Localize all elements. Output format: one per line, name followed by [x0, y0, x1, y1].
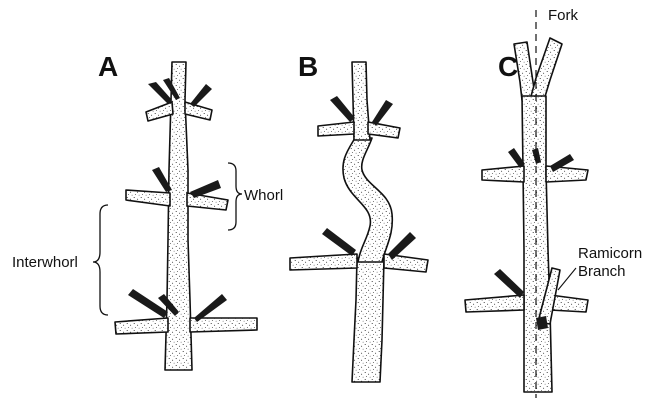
whorl-b-low-left [290, 254, 357, 270]
fork-label: Fork [548, 7, 579, 24]
spine-a5 [190, 180, 221, 198]
stem-c [522, 96, 552, 392]
interwhorl-label: Interwhorl [12, 254, 78, 271]
whorl-a-top-left [146, 102, 173, 121]
spine-b2 [372, 100, 393, 126]
fork-right [530, 38, 562, 100]
ramicorn-node [536, 316, 548, 330]
whorl-a-mid-left [126, 190, 170, 206]
panel-b: B [290, 51, 428, 382]
spine-b1 [330, 96, 355, 122]
whorl-a-low-right [190, 318, 257, 332]
whorl-b-top-left [318, 122, 354, 136]
ramicorn-label-line2: Branch [578, 263, 626, 280]
panel-letter-b: B [298, 51, 318, 82]
stem-b-lower [352, 258, 384, 382]
ramicorn-label-line1: Ramicorn [578, 245, 642, 262]
ramicorn-leader [558, 268, 576, 290]
panel-a: A Whorl Interwhorl [12, 51, 283, 370]
interwhorl-brace [93, 205, 108, 315]
whorl-brace [228, 163, 242, 230]
whorl-c-low-left [465, 295, 524, 312]
whorl-c-mid-left [482, 166, 524, 182]
whorl-a-top-right [185, 102, 212, 120]
panel-c: C Fork Ramicorn Branch [465, 7, 642, 398]
panel-letter-a: A [98, 51, 118, 82]
spine-a6 [128, 289, 168, 318]
whorl-label: Whorl [244, 187, 283, 204]
whorl-a-low-left [115, 318, 168, 334]
spine-c4 [494, 269, 524, 298]
spine-a2 [190, 84, 212, 107]
whorl-b-top-right [368, 122, 400, 138]
stem-b-curve [343, 138, 392, 262]
spine-b3 [322, 228, 356, 256]
